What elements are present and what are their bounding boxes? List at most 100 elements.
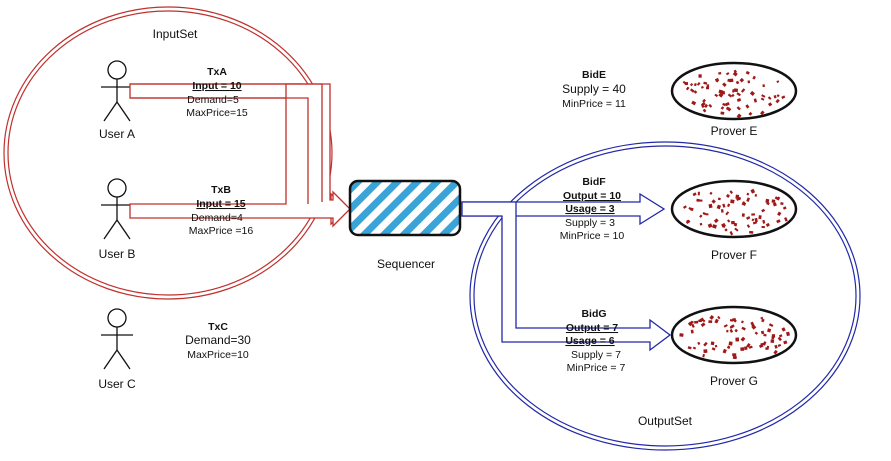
- prover-speckle: [697, 341, 701, 346]
- prover-speckle: [741, 201, 747, 207]
- bidg-title: BidG: [581, 308, 606, 320]
- prover-speckle: [749, 90, 755, 96]
- prover-speckle: [690, 329, 694, 334]
- prover-speckle: [753, 98, 758, 103]
- bidf-supply: Supply = 3: [565, 217, 615, 229]
- prover-g-dots: [679, 314, 791, 360]
- prover-speckle: [736, 113, 742, 119]
- prover-speckle: [717, 197, 721, 201]
- input-set-boundary: [3, 6, 333, 300]
- prover-speckle: [785, 331, 791, 337]
- prover-speckle: [758, 215, 762, 220]
- prover-speckle: [732, 318, 736, 321]
- prover-speckle: [698, 74, 702, 78]
- user-a-person-icon: [101, 60, 133, 122]
- prover-speckle: [733, 69, 738, 74]
- prover-f-label: Prover F: [711, 248, 757, 262]
- prover-speckle: [776, 94, 780, 98]
- prover-speckle: [702, 211, 707, 216]
- prover-speckle: [781, 95, 786, 99]
- prover-speckle: [692, 346, 697, 350]
- prover-speckle: [729, 78, 734, 83]
- prover-speckle: [689, 83, 694, 87]
- output-set-boundary: [469, 141, 861, 451]
- prover-speckle: [782, 206, 787, 210]
- prover-speckle: [698, 319, 702, 323]
- prover-speckle: [736, 92, 741, 97]
- txb-input: Input = 15: [196, 198, 245, 210]
- prover-speckle: [761, 318, 765, 323]
- prover-speckle: [747, 80, 751, 84]
- prover-speckle: [720, 111, 725, 115]
- prover-speckle: [731, 93, 735, 98]
- prover-speckle: [700, 85, 704, 89]
- prover-speckle: [741, 320, 744, 324]
- prover-speckle: [745, 70, 750, 75]
- prover-speckle: [760, 342, 765, 346]
- prover-speckle: [771, 199, 776, 203]
- sequencer-box-icon[interactable]: [348, 179, 462, 237]
- prover-speckle: [752, 75, 756, 80]
- prover-speckle: [760, 110, 765, 116]
- prover-speckle: [732, 353, 737, 357]
- prover-speckle: [702, 353, 705, 358]
- prover-speckle: [728, 341, 733, 346]
- prover-speckle: [725, 211, 730, 216]
- prover-speckle: [707, 223, 713, 228]
- txa-input: Input = 10: [192, 80, 241, 92]
- prover-speckle: [746, 197, 751, 202]
- prover-speckle: [730, 199, 735, 204]
- prover-speckle: [725, 72, 730, 76]
- prover-speckle: [760, 97, 765, 101]
- prover-speckle: [727, 219, 731, 223]
- prover-speckle: [736, 106, 741, 111]
- prover-speckle: [729, 190, 733, 194]
- prover-speckle: [687, 346, 692, 350]
- prover-speckle: [694, 83, 697, 87]
- prover-speckle: [746, 343, 751, 348]
- prover-speckle: [710, 341, 715, 346]
- prover-speckle: [718, 92, 724, 98]
- prover-speckle: [744, 346, 748, 351]
- prover-speckle: [762, 219, 766, 224]
- prover-speckle: [714, 344, 718, 348]
- prover-speckle: [762, 84, 765, 88]
- prover-speckle: [727, 93, 733, 98]
- prover-speckle: [736, 197, 740, 202]
- prover-speckle: [713, 218, 719, 224]
- txb-title: TxB: [211, 184, 231, 196]
- prover-speckle: [727, 203, 731, 208]
- prover-speckle: [746, 224, 751, 229]
- prover-speckle: [732, 355, 737, 360]
- prover-speckle: [679, 333, 684, 337]
- prover-speckle: [714, 318, 719, 324]
- bide-min-price: MinPrice = 11: [562, 98, 626, 110]
- prover-speckle: [773, 349, 778, 355]
- prover-speckle: [774, 196, 779, 200]
- prover-speckle: [693, 90, 698, 94]
- prover-speckle: [780, 202, 784, 205]
- prover-speckle: [748, 345, 753, 349]
- prover-speckle: [765, 222, 770, 227]
- prover-speckle: [732, 89, 735, 93]
- prover-speckle: [740, 347, 745, 351]
- prover-speckle: [701, 103, 705, 108]
- prover-speckle: [745, 104, 750, 109]
- prover-speckle: [703, 349, 708, 353]
- bidg-output: Output = 7: [566, 322, 618, 334]
- user-c-person-icon: [101, 308, 133, 370]
- prover-speckle: [784, 217, 788, 222]
- prover-g-label: Prover G: [710, 374, 758, 388]
- prover-speckle: [777, 336, 782, 342]
- prover-speckle: [776, 80, 780, 84]
- prover-speckle: [733, 222, 738, 227]
- prover-speckle: [685, 219, 691, 225]
- prover-speckle: [711, 347, 716, 351]
- tx-arrow-overlay: [130, 83, 323, 204]
- prover-speckle: [729, 231, 734, 236]
- prover-speckle: [690, 207, 694, 211]
- txb-arrow-icon: [129, 83, 351, 228]
- prover-speckle: [685, 86, 690, 91]
- bide-title: BidE: [582, 69, 606, 81]
- prover-speckle: [684, 82, 689, 86]
